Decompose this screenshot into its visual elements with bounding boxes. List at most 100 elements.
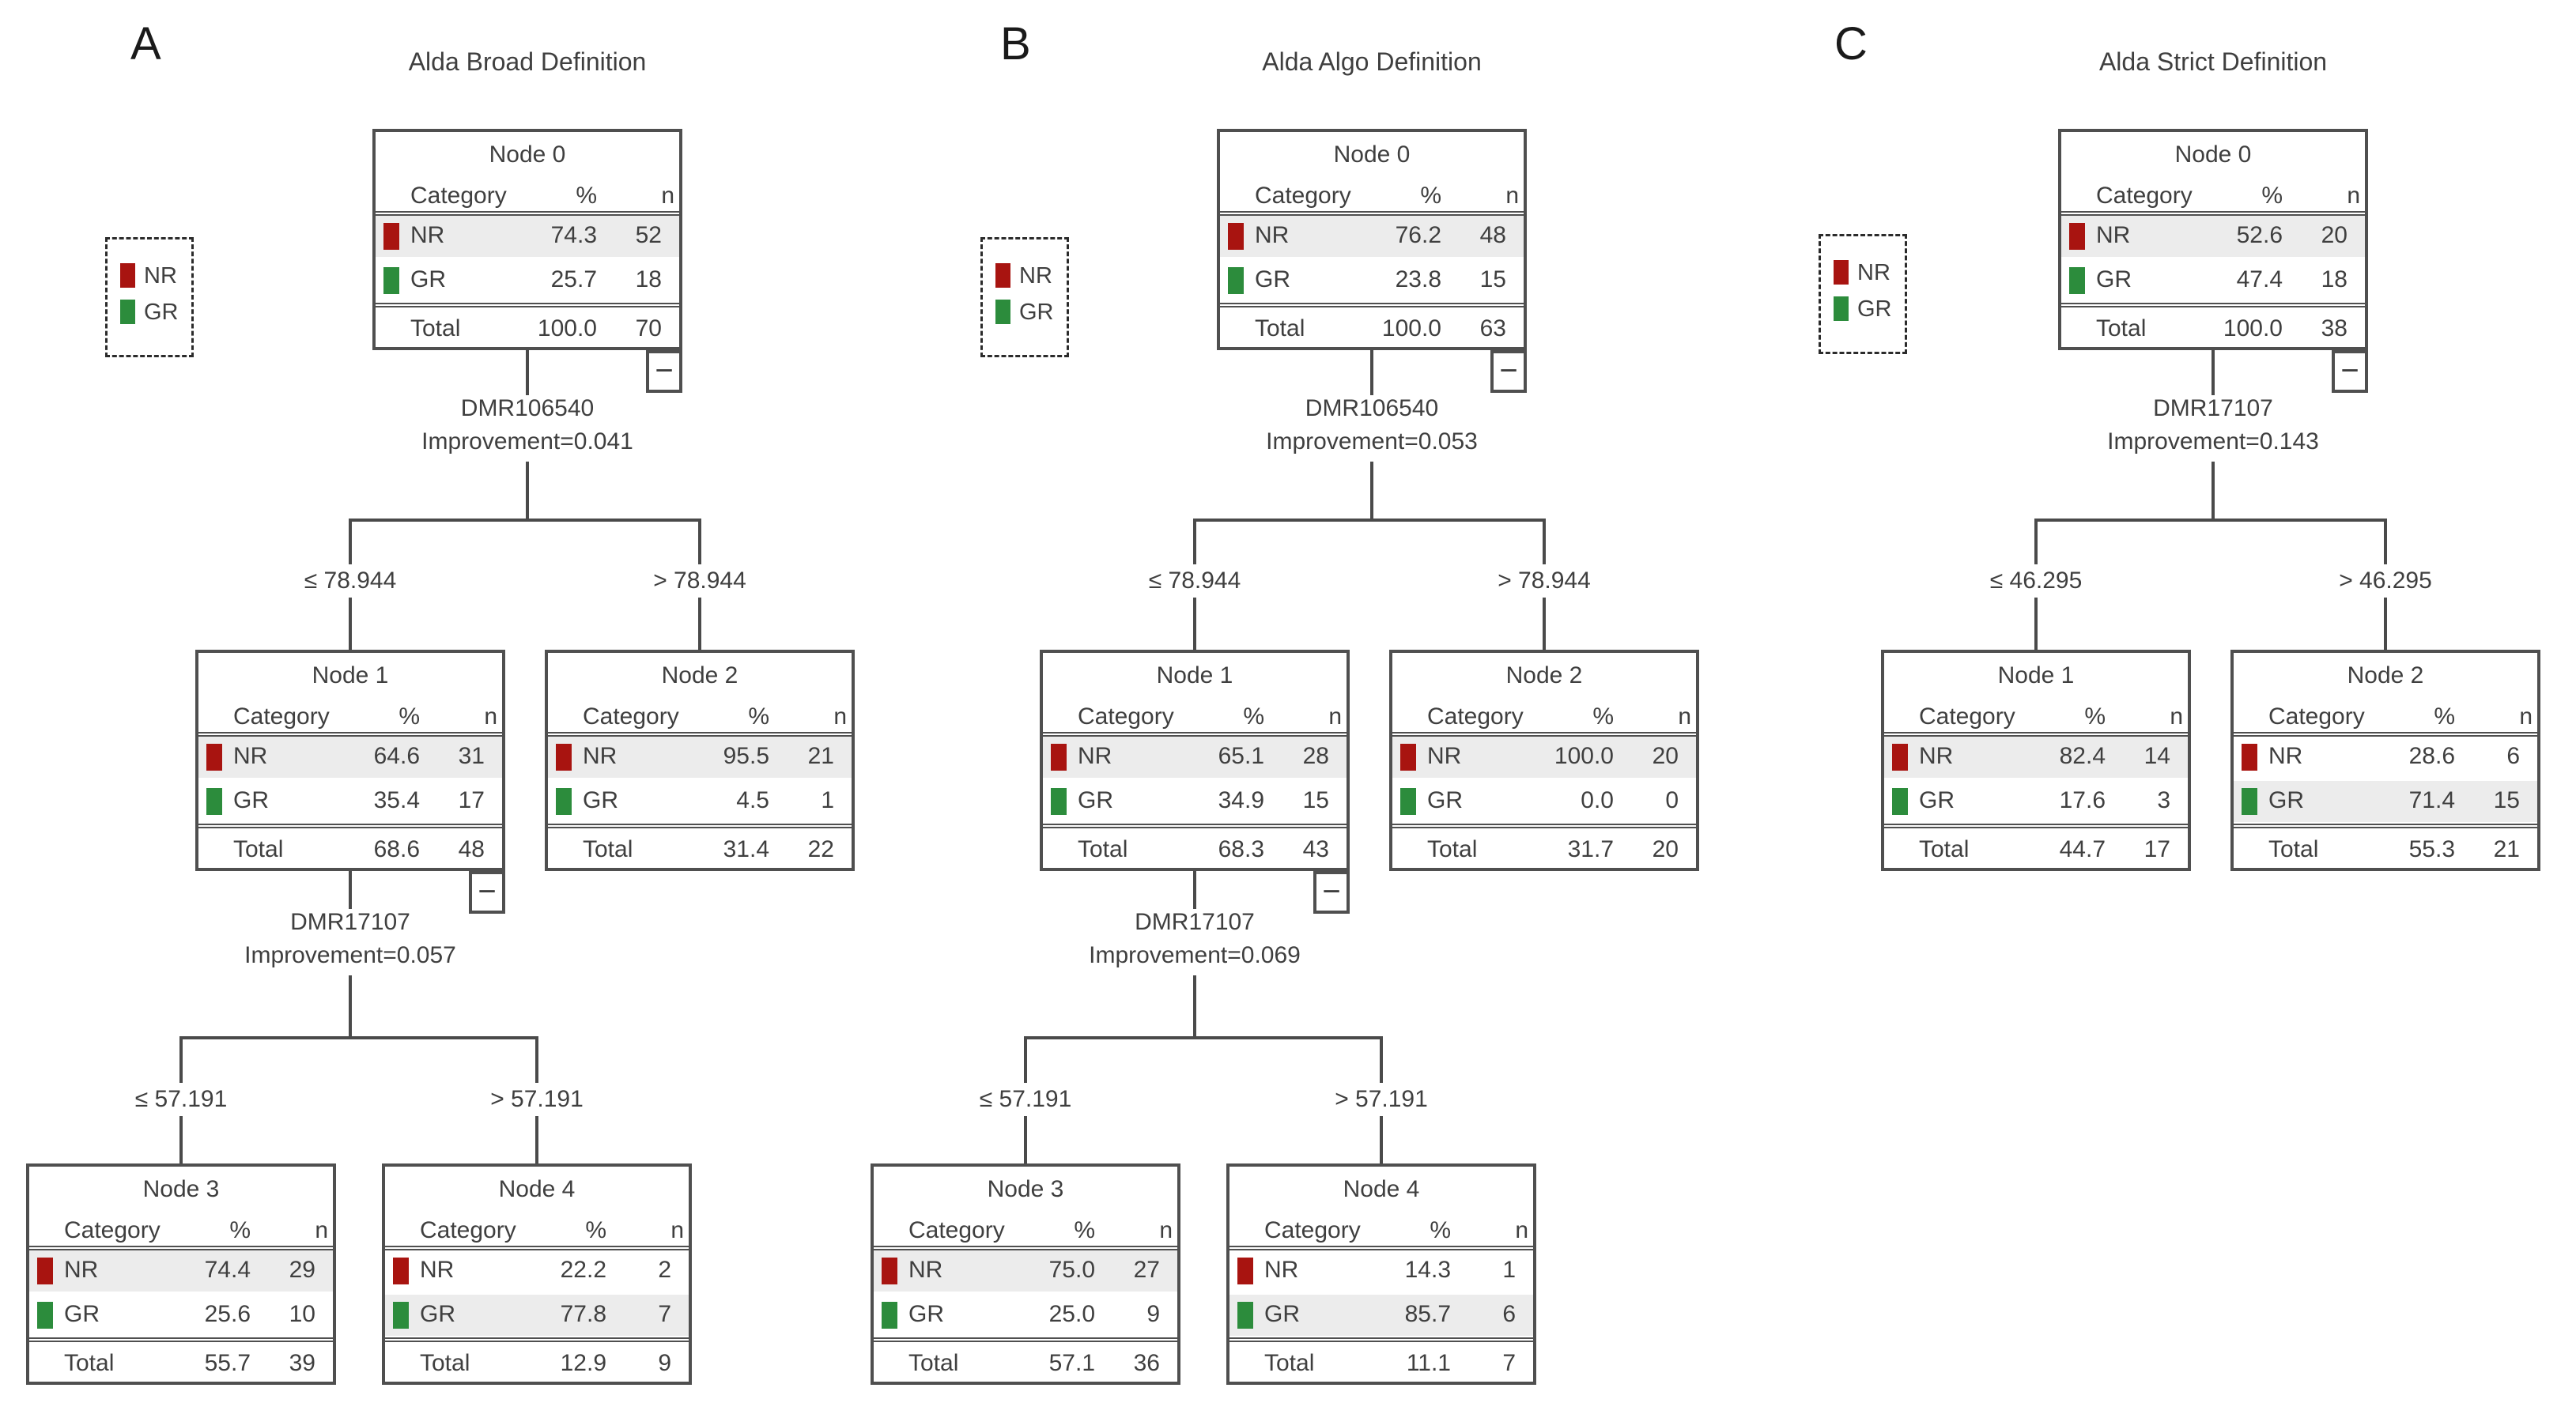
row-pct: 34.9 [1218, 787, 1264, 813]
row-label: NR [1255, 222, 1290, 248]
total-n: 9 [658, 1350, 671, 1376]
separator [376, 211, 679, 216]
gr-color-swatch-icon [1400, 788, 1416, 815]
category-row-nr: NR 100.0 20 [1392, 737, 1696, 778]
legend-label-nr: NR [1857, 260, 1890, 285]
total-n: 39 [289, 1350, 315, 1376]
split-improvement: Improvement=0.053 [1266, 428, 1478, 454]
separator [2061, 211, 2365, 216]
separator [1884, 824, 2188, 828]
header-category: Category [64, 1217, 161, 1243]
gr-color-swatch-icon [556, 788, 572, 815]
node-header: Category % n [198, 703, 502, 732]
row-pct: 23.8 [1395, 266, 1441, 292]
total-n: 20 [1652, 836, 1679, 862]
node-header: Category % n [1229, 1217, 1533, 1246]
tree-node: Node 4 Category % n NR 22.2 2 GR 77.8 7 … [382, 1163, 692, 1385]
node-header: Category % n [385, 1217, 689, 1246]
collapse-node-button[interactable]: − [1490, 350, 1527, 393]
header-category: Category [233, 703, 330, 730]
header-category: Category [908, 1217, 1005, 1243]
nr-color-swatch-icon [556, 744, 572, 771]
split-variable: DMR106540 [460, 395, 595, 421]
split-variable: DMR106540 [1305, 395, 1439, 421]
category-row-nr: NR 76.2 48 [1220, 216, 1524, 257]
tree-node: Node 2 Category % n NR 100.0 20 GR 0.0 0… [1389, 650, 1699, 871]
panel-a-title: Alda Broad Definition [408, 47, 647, 76]
row-pct: 25.6 [204, 1301, 251, 1327]
row-label: NR [2268, 743, 2303, 769]
header-n: n [1505, 183, 1519, 209]
row-n: 2 [658, 1257, 671, 1283]
category-row-gr: GR 23.8 15 [1220, 260, 1524, 301]
node-header: Category % n [2061, 183, 2365, 211]
split-variable: DMR17107 [1135, 909, 1255, 935]
total-row: Total 68.3 43 [1043, 832, 1347, 866]
row-pct: 64.6 [373, 743, 420, 769]
collapse-node-button[interactable]: − [469, 871, 505, 914]
node-header: Category % n [1392, 703, 1696, 732]
header-n: n [670, 1217, 684, 1243]
connector-line [1193, 519, 1546, 522]
row-pct: 25.7 [550, 266, 597, 292]
row-label: NR [420, 1257, 455, 1283]
gr-color-swatch-icon [1892, 788, 1908, 815]
legend-label-gr: GR [1857, 296, 1892, 322]
tree-node: Node 4 Category % n NR 14.3 1 GR 85.7 6 … [1226, 1163, 1536, 1385]
legend-label-nr: NR [144, 263, 177, 289]
separator [1392, 732, 1696, 737]
tree-node: Node 2 Category % n NR 95.5 21 GR 4.5 1 … [545, 650, 855, 871]
row-n: 27 [1133, 1257, 1160, 1283]
connector-line [1370, 462, 1373, 519]
node-title: Node 1 [1156, 662, 1233, 688]
collapse-node-button[interactable]: − [646, 350, 682, 393]
split-improvement: Improvement=0.069 [1089, 942, 1301, 968]
header-n: n [2519, 703, 2533, 730]
collapse-node-button[interactable]: − [2332, 350, 2368, 393]
header-category: Category [1264, 1217, 1361, 1243]
connector-line [2212, 462, 2215, 519]
total-pct: 31.7 [1567, 836, 1614, 862]
header-pct: % [585, 1217, 606, 1243]
header-n: n [1678, 703, 1691, 730]
row-pct: 25.0 [1048, 1301, 1095, 1327]
row-n: 6 [1502, 1301, 1516, 1327]
branch-label-right: > 46.295 [2267, 564, 2504, 598]
row-pct: 74.3 [550, 222, 597, 248]
row-n: 15 [1302, 787, 1329, 813]
total-n: 22 [807, 836, 834, 862]
nr-color-swatch-icon [383, 223, 399, 250]
gr-color-swatch-icon [1051, 788, 1067, 815]
total-pct: 100.0 [537, 315, 597, 341]
separator [198, 824, 502, 828]
category-row-nr: NR 95.5 21 [548, 737, 852, 778]
row-label: GR [1919, 787, 1955, 813]
collapse-node-button[interactable]: − [1313, 871, 1350, 914]
gr-color-swatch-icon [1237, 1302, 1253, 1329]
branch-label-left: ≤ 78.944 [1076, 564, 1313, 598]
category-row-gr: GR 25.7 18 [376, 260, 679, 301]
total-n: 48 [458, 836, 485, 862]
separator [376, 303, 679, 307]
split-improvement: Improvement=0.041 [421, 428, 633, 454]
separator [874, 1337, 1177, 1342]
category-row-gr: GR 34.9 15 [1043, 781, 1347, 822]
node-header: Category % n [2234, 703, 2537, 732]
separator [1229, 1246, 1533, 1250]
separator [874, 1246, 1177, 1250]
separator [29, 1337, 333, 1342]
row-label: NR [1078, 743, 1112, 769]
separator [1220, 303, 1524, 307]
panel-b-letter: B [1000, 18, 1031, 70]
total-n: 70 [635, 315, 662, 341]
row-n: 21 [807, 743, 834, 769]
total-pct: 68.6 [373, 836, 420, 862]
row-n: 15 [1479, 266, 1506, 292]
gr-color-swatch-icon [383, 267, 399, 294]
nr-color-swatch-icon [37, 1258, 53, 1284]
separator [2234, 732, 2537, 737]
panel-a-letter: A [130, 18, 161, 70]
total-row: Total 100.0 63 [1220, 311, 1524, 345]
branch-label-left: ≤ 78.944 [232, 564, 469, 598]
row-n: 15 [2493, 787, 2520, 813]
